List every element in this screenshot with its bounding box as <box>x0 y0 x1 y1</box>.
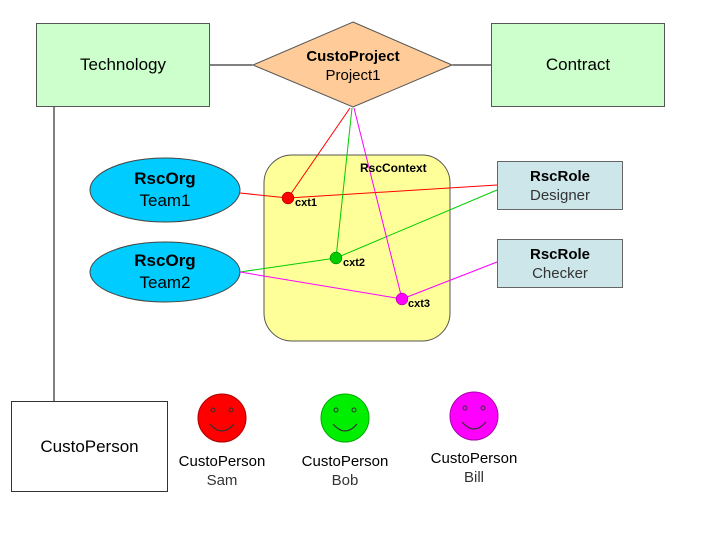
link-team1-cxt1 <box>239 192 289 199</box>
link-project-cxt2 <box>335 107 353 259</box>
project-diamond[interactable] <box>251 21 454 108</box>
person-type-bob: CustoPerson <box>301 453 389 470</box>
person-label-bill: CustoPerson Bill <box>414 449 534 487</box>
link-cxt2-designer <box>335 189 498 259</box>
role-box-designer[interactable]: RscRole Designer <box>497 161 623 210</box>
smiley-bob-icon[interactable] <box>320 393 370 443</box>
context-point-cxt3[interactable] <box>395 292 409 306</box>
person-name-bill: Bill <box>463 469 484 486</box>
link-cxt3-checker <box>401 261 498 300</box>
link-project-cxt3 <box>353 107 403 300</box>
project-label: CustoProject Project1 <box>273 47 433 85</box>
project-name: Project1 <box>325 67 381 84</box>
contract-box[interactable]: Contract <box>491 23 665 107</box>
role-box-checker[interactable]: RscRole Checker <box>497 239 623 288</box>
context-box[interactable] <box>263 154 451 342</box>
link-team2-cxt2 <box>239 257 337 273</box>
role-type-checker: RscRole <box>529 245 591 263</box>
context-point-cxt2[interactable] <box>329 251 343 265</box>
person-name-sam: Sam <box>206 472 238 489</box>
person-type-bill: CustoPerson <box>430 450 518 467</box>
project-type: CustoProject <box>306 48 400 65</box>
org-name-team2: Team2 <box>139 273 191 292</box>
context-label-cxt2: cxt2 <box>343 257 366 269</box>
person-name-bob: Bob <box>331 472 359 489</box>
org-name-team1: Team1 <box>139 191 191 210</box>
org-ellipse-team1[interactable] <box>89 157 241 223</box>
org-label-team2: RscOrg Team2 <box>90 242 240 302</box>
smiley-sam-icon[interactable] <box>197 393 247 443</box>
person-label-bob: CustoPerson Bob <box>285 452 405 490</box>
context-title: RscContext <box>360 161 427 175</box>
custo-person-box[interactable]: CustoPerson <box>11 401 168 492</box>
role-type-designer: RscRole <box>529 167 591 185</box>
person-type-sam: CustoPerson <box>178 453 266 470</box>
technology-label: Technology <box>79 55 166 74</box>
technology-box[interactable]: Technology <box>36 23 210 107</box>
org-type-team1: RscOrg <box>134 169 196 188</box>
org-label-team1: RscOrg Team1 <box>90 158 240 222</box>
custo-person-box-label: CustoPerson <box>40 436 139 456</box>
person-label-sam: CustoPerson Sam <box>162 452 282 490</box>
role-name-checker: Checker <box>532 264 588 282</box>
contract-label: Contract <box>545 55 611 74</box>
link-team2-cxt3 <box>239 271 403 300</box>
link-cxt1-designer <box>287 184 498 199</box>
context-label-cxt3: cxt3 <box>408 298 431 310</box>
link-project-cxt1 <box>287 107 351 199</box>
context-point-cxt1[interactable] <box>281 191 295 205</box>
role-name-designer: Designer <box>529 186 591 204</box>
smiley-bill-icon[interactable] <box>449 391 499 441</box>
org-type-team2: RscOrg <box>134 251 196 270</box>
context-label-cxt1: cxt1 <box>295 197 318 209</box>
